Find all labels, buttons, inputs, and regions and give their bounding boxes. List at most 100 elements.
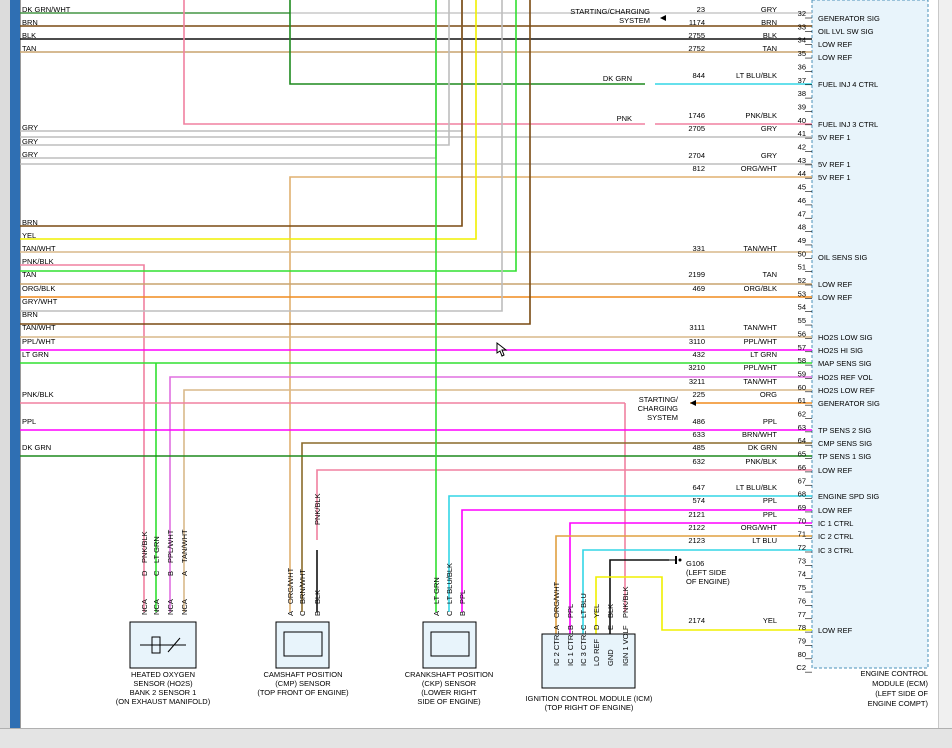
pin-number: 77 — [798, 610, 806, 619]
circuit-number: 2121 — [688, 510, 705, 519]
ecm-pin-function: OIL LVL SW SIG — [818, 27, 874, 36]
wire-color-label: PPL/WHT — [744, 337, 778, 346]
pin-number: 32 — [798, 9, 806, 18]
ecm-pin-function: TP SENS 2 SIG — [818, 426, 871, 435]
circuit-number: 23 — [697, 5, 705, 14]
cmp-pin-letter: A — [286, 611, 295, 616]
pin-number: 60 — [798, 383, 806, 392]
ckp-wire-label: LT GRN — [432, 577, 441, 604]
mouse-cursor-icon — [496, 341, 508, 357]
circuit-number: 2174 — [688, 616, 705, 625]
icm-module — [541, 633, 636, 689]
left-wire-label: TAN/WHT — [22, 244, 56, 253]
ckp-caption: (CKP) SENSOR — [422, 679, 477, 688]
window-right-border — [938, 0, 952, 728]
circuit-number: 3110 — [689, 337, 705, 346]
wire-color-label: PPL/WHT — [744, 363, 778, 372]
ho2s-caption: (ON EXHAUST MANIFOLD) — [116, 697, 211, 706]
circuit-number: 2704 — [688, 151, 705, 160]
ho2s-sensor — [129, 621, 197, 669]
ho2s-caption: BANK 2 SENSOR 1 — [130, 688, 197, 697]
ecm-pin-function: LOW REF — [818, 293, 853, 302]
pin-number: 79 — [798, 636, 806, 645]
wire-pnkblk-cmp — [316, 469, 812, 540]
dk-grn-tag: DK GRN — [603, 74, 632, 83]
wire-tanwht-ho2s — [183, 389, 812, 612]
circuit-number: 469 — [692, 284, 705, 293]
icm-function: LO REF — [592, 638, 601, 666]
pin-number: 68 — [798, 490, 806, 499]
pin-number: 74 — [798, 570, 806, 579]
pin-number: 67 — [798, 476, 806, 485]
icm-pin-letter: A — [552, 625, 561, 630]
wire-color-label: ORG/WHT — [741, 164, 778, 173]
left-wire-label: TAN — [22, 44, 36, 53]
circuit-number: 2199 — [688, 270, 705, 279]
icm-caption: (TOP RIGHT OF ENGINE) — [545, 703, 634, 712]
ho2s-wire-label: TAN/WHT — [180, 529, 189, 563]
pin-number: 41 — [798, 129, 806, 138]
circuit-number: 3210 — [688, 363, 705, 372]
left-wire-label: BRN — [22, 18, 38, 27]
g106-label: (LEFT SIDE — [686, 568, 726, 577]
left-wire-label: BLK — [22, 31, 36, 40]
ckp-wire-label: LT BLU/BLK — [445, 563, 454, 604]
ho2s-pin-letter: C — [152, 570, 161, 576]
wire-ppl-icm — [569, 522, 812, 634]
note-starting-charging: STARTING/CHARGING — [570, 7, 650, 16]
pin-number: 49 — [798, 236, 806, 245]
ecm-block — [811, 0, 929, 669]
left-wire-label: LT GRN — [22, 350, 49, 359]
wire-color-label: TAN — [763, 270, 777, 279]
pin-number: 53 — [798, 289, 806, 298]
ecm-pin-function: 5V REF 1 — [818, 173, 851, 182]
circuit-number: 632 — [692, 457, 705, 466]
ho2s-pin-letter: D — [140, 570, 149, 576]
note-starting-charging-mid: STARTING/ — [639, 395, 679, 404]
icm-wire-label: PPL — [566, 604, 575, 618]
ecm-pin-function: OIL SENS SIG — [818, 253, 867, 262]
pin-number: 80 — [798, 650, 806, 659]
pin-number: 66 — [798, 463, 806, 472]
icm-pin-letter: D — [592, 624, 601, 630]
wire-gry-131 — [20, 0, 463, 132]
pin-number: 61 — [798, 396, 806, 405]
wire-color-label: BRN/WHT — [742, 430, 777, 439]
icm-function: IGN 1 VOL — [621, 629, 630, 666]
wire-color-label: ORG/WHT — [741, 523, 778, 532]
ecm-pin-function: IC 3 CTRL — [818, 546, 853, 555]
ecm-caption: ENGINE CONTROL — [860, 669, 928, 678]
ecm-pin-function: CMP SENS SIG — [818, 439, 872, 448]
ecm-caption: ENGINE COMPT) — [868, 699, 929, 708]
ecm-pin-function: HO2S LOW SIG — [818, 333, 873, 342]
pin-number: 44 — [798, 169, 806, 178]
wire-ltblu-icm — [582, 549, 812, 634]
g106-label: G106 — [686, 559, 704, 568]
ecm-pin-function: FUEL INJ 4 CTRL — [818, 80, 878, 89]
left-wire-label: GRY — [22, 150, 38, 159]
wire-pnk-40 — [183, 0, 645, 125]
wiring-diagram: 3233343536373839404142434445464748495051… — [20, 0, 929, 712]
wire-color-label: TAN/WHT — [743, 377, 777, 386]
note-starting-charging-mid: SYSTEM — [647, 413, 678, 422]
icm-wire-label: ORG/WHT — [552, 581, 561, 618]
ho2s-nca: NCA — [166, 599, 175, 615]
circuit-number: 812 — [692, 164, 705, 173]
wire-color-label: GRY — [761, 124, 777, 133]
wire-color-label: BRN — [761, 18, 777, 27]
pin-number: 76 — [798, 596, 806, 605]
pin-number: 54 — [798, 303, 806, 312]
ecm-pin-function: LOW REF — [818, 466, 853, 475]
left-wire-label: GRY — [22, 123, 38, 132]
ecm-pin-function: LOW REF — [818, 40, 853, 49]
ho2s-caption: HEATED OXYGEN — [131, 670, 195, 679]
pin-number: 34 — [798, 36, 806, 45]
ecm-pin-function: LOW REF — [818, 506, 853, 515]
wire-ppl-ckp — [461, 509, 812, 612]
left-wire-label: PNK/BLK — [22, 390, 54, 399]
pin-number: 69 — [798, 503, 806, 512]
circuit-number: 2752 — [688, 44, 705, 53]
ckp-wire-label: PPL — [458, 590, 467, 604]
ecm-pin-function: LOW REF — [818, 53, 853, 62]
icm-pin-letter: F — [621, 625, 630, 630]
